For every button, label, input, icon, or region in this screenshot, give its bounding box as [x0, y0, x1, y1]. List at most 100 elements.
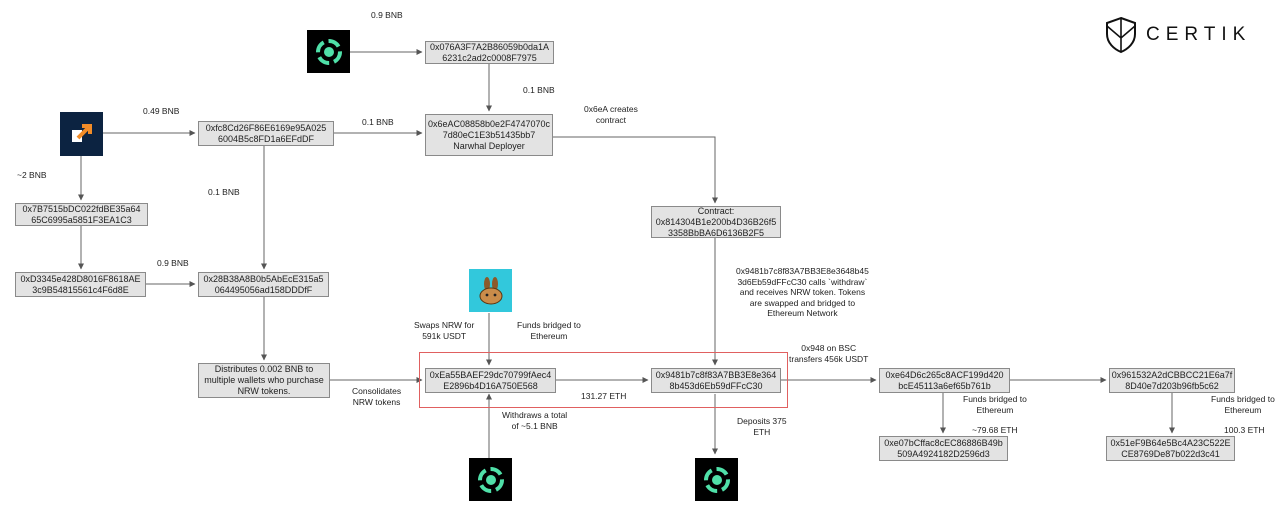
node-line: Distributes 0.002 BNB to	[214, 364, 314, 374]
tornado-cash-icon	[695, 458, 738, 501]
node-line: 0x076A3F7A2B86059b0da1A	[429, 41, 550, 52]
label-131-eth: 131.27 ETH	[581, 391, 626, 402]
label-line: 0.1 BNB	[362, 117, 394, 127]
label-line: ~2 BNB	[17, 170, 47, 180]
label-09-bnb-top: 0.9 BNB	[371, 10, 403, 21]
distributes-node[interactable]: Distributes 0.002 BNB to multiple wallet…	[198, 363, 330, 398]
node-line: E2896b4D16A750E568	[443, 380, 538, 391]
label-line: ~79.68 ETH	[972, 425, 1018, 435]
label-1003-eth: 100.3 ETH	[1224, 425, 1265, 436]
label-2-bnb: ~2 BNB	[17, 170, 47, 181]
node-line: 0x6eAC08858b0e2F4747070c	[427, 118, 551, 129]
label-line: Deposits 375	[737, 416, 787, 426]
contract-node[interactable]: Contract: 0x814304B1e200b4D36B26f5 3358B…	[651, 206, 781, 238]
tornado-cash-icon	[469, 458, 512, 501]
label-7968-eth: ~79.68 ETH	[972, 425, 1018, 436]
label-01-bnb-deployer: 0.1 BNB	[523, 85, 555, 96]
wallet-d334-node[interactable]: 0xD3345e428D8016F8618AE 3c9B54815561c4F6…	[15, 272, 146, 297]
node-line: 0x814304B1e200b4D36B26f5	[655, 216, 777, 227]
wallet-ea55-node[interactable]: 0xEa55BAEF29dc70799fAec4 E2896b4D16A750E…	[425, 368, 556, 393]
label-withdraw-call: 0x9481b7c8f83A7BB3E8e3648b45 3d6Eb59dFFc…	[736, 266, 869, 319]
label-line: 0x948 on BSC	[801, 343, 857, 353]
label-bsc-transfer: 0x948 on BSC transfers 456k USDT	[789, 343, 868, 364]
label-funds-bridged-2: Funds bridged to Ethereum	[1211, 394, 1275, 415]
label-line: contract	[595, 114, 627, 125]
label-funds-bridged-1: Funds bridged to Ethereum	[963, 394, 1027, 415]
node-line: 6231c2ad2c0008F7975	[442, 52, 537, 63]
narwhal-deployer-node[interactable]: 0x6eAC08858b0e2F4747070c 7d80eC1E3b51435…	[425, 114, 553, 156]
node-line: NRW tokens.	[237, 386, 291, 396]
certik-shield-icon	[1106, 16, 1136, 54]
label-line: Funds bridged to	[1211, 394, 1275, 404]
label-01-bnb-funder: 0.1 BNB	[362, 117, 394, 128]
label-line: Ethereum	[1224, 404, 1262, 415]
certik-brand: CERTIK	[1104, 16, 1251, 54]
label-09-bnb-mid: 0.9 BNB	[157, 258, 189, 269]
label-line: 0.1 BNB	[208, 187, 240, 197]
node-line: 65C6995a5851F3EA1C3	[31, 214, 132, 225]
wallet-7b75-node[interactable]: 0x7B7515bDC022fdBE35a64 65C6995a5851F3EA…	[15, 203, 148, 226]
label-line: 591k USDT	[422, 330, 467, 341]
label-line: Funds bridged to	[963, 394, 1027, 404]
node-line: 0xe07bCffac8cEC86886B49b	[884, 437, 1003, 448]
label-line: 0x6eA creates	[584, 104, 638, 114]
wallet-funder-node[interactable]: 0xfc8Cd26F86E6169e95A025 6004B5c8FD1a6EF…	[198, 121, 334, 146]
label-swaps-nrw: Swaps NRW for 591k USDT	[414, 320, 474, 341]
node-line: 0xD3345e428D8016F8618AE	[20, 273, 141, 284]
node-line: Narwhal Deployer	[453, 140, 525, 151]
label-line: NRW tokens	[352, 396, 401, 407]
node-line: 0xEa55BAEF29dc70799fAec4	[429, 369, 552, 380]
node-line: 0x28B38A8B0b5AbEcE315a5	[203, 273, 324, 284]
node-line: 3c9B54815561c4F6d8E	[32, 284, 129, 295]
node-line: 064495056ad158DDDfF	[214, 284, 313, 295]
label-line: 0.9 BNB	[157, 258, 189, 268]
label-line: Swaps NRW for	[414, 320, 475, 330]
wallet-9615-node[interactable]: 0x961532A2dCBBCC21E6a7f 8D40e7d203b96fb5…	[1109, 368, 1235, 393]
label-line: 0.1 BNB	[523, 85, 555, 95]
exploit-highlight-box	[419, 352, 788, 408]
node-line: Contract:	[697, 205, 735, 216]
label-consolidates: Consolidates NRW tokens	[352, 386, 401, 407]
label-line: Ethereum	[976, 404, 1014, 415]
label-line: Consolidates	[352, 386, 402, 396]
label-line: 0.49 BNB	[143, 106, 180, 116]
node-line: 3358BbBA6D6136B2F5	[667, 227, 765, 238]
node-line: 6004B5c8FD1a6EFdDF	[217, 133, 315, 144]
wallet-e64d-node[interactable]: 0xe64D6c265c8ACF199d420 bcE45113a6ef65b7…	[879, 368, 1010, 393]
label-line: 3d6Eb59dFFcC30 calls `withdraw`	[737, 276, 868, 287]
node-line: 0xe64D6c265c8ACF199d420	[885, 369, 1004, 380]
label-line: 0x9481b7c8f83A7BB3E8e3648b45	[736, 266, 869, 276]
label-line: 100.3 ETH	[1224, 425, 1265, 435]
label-line: 131.27 ETH	[581, 391, 627, 401]
label-line: Ethereum	[530, 330, 568, 341]
node-line: 0x961532A2dCBBCC21E6a7f	[1111, 369, 1233, 380]
label-line: of ~5.1 BNB	[511, 420, 558, 431]
wallet-28b3-node[interactable]: 0x28B38A8B0b5AbEcE315a5 064495056ad158DD…	[198, 272, 329, 297]
label-line: Ethereum Network	[767, 308, 838, 318]
node-line: 8D40e7d203b96fb5c62	[1125, 380, 1219, 391]
node-line: CE8769De87b022d3c41	[1121, 448, 1220, 459]
node-line: 7d80eC1E3b51435bb7	[442, 129, 536, 140]
label-line: ETH	[753, 426, 771, 437]
node-line: 509A4924182D2596d3	[897, 448, 990, 459]
label-line: are swapped and bridged to	[749, 297, 856, 308]
node-line: bcE45113a6ef65b761b	[898, 380, 991, 391]
label-creates-contract: 0x6eA creates contract	[584, 104, 638, 125]
label-01-bnb-28b3: 0.1 BNB	[208, 187, 240, 198]
attacker-9481-node[interactable]: 0x9481b7c8f83A7BB3E8e364 8b453d6Eb59dFFc…	[651, 368, 781, 393]
node-line: 0x7B7515bDC022fdBE35a64	[22, 203, 141, 214]
node-line: 0xfc8Cd26F86E6169e95A025	[205, 122, 327, 133]
wallet-51ef-node[interactable]: 0x51eF9B64e5Bc4A23C522E CE8769De87b022d3…	[1106, 436, 1235, 461]
label-049-bnb: 0.49 BNB	[143, 106, 179, 117]
node-line: 0x9481b7c8f83A7BB3E8e364	[655, 369, 777, 380]
label-line: 0.9 BNB	[371, 10, 403, 20]
label-line: Withdraws a total	[502, 410, 568, 420]
wallet-e07b-node[interactable]: 0xe07bCffac8cEC86886B49b 509A4924182D259…	[879, 436, 1008, 461]
edge-deployer-to-contract	[553, 136, 718, 204]
label-funds-bridged-eth: Funds bridged to Ethereum	[517, 320, 581, 341]
wallet-076a-node[interactable]: 0x076A3F7A2B86059b0da1A 6231c2ad2c0008F7…	[425, 41, 554, 64]
tornado-cash-icon	[307, 30, 350, 73]
label-line: and receives NRW token. Tokens	[739, 287, 866, 297]
label-withdraws: Withdraws a total of ~5.1 BNB	[502, 410, 567, 431]
